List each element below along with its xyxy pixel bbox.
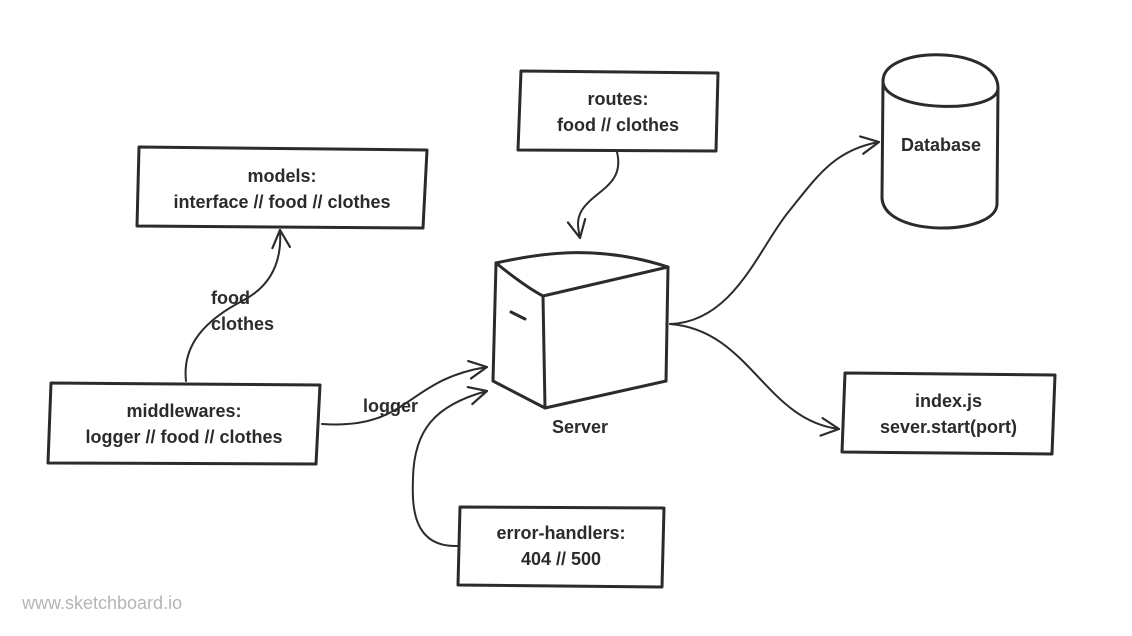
- routes-label: routes: food // clothes: [518, 86, 718, 138]
- routes-box: [516, 69, 720, 153]
- routes-title: routes:: [587, 89, 649, 109]
- watermark: www.sketchboard.io: [22, 593, 183, 613]
- index-label: index.js sever.start(port): [842, 388, 1055, 440]
- middlewares-label: middlewares: logger // food // clothes: [48, 398, 320, 450]
- food-clothes-edge-label: food clothes: [211, 285, 274, 337]
- middlewares-subtitle: logger // food // clothes: [85, 427, 283, 447]
- error-handlers-title: error-handlers:: [496, 523, 626, 543]
- database-label: Database: [900, 135, 982, 155]
- models-title: models:: [247, 166, 317, 186]
- routes-subtitle: food // clothes: [556, 115, 679, 135]
- edge-label-food: food: [211, 288, 250, 308]
- models-label: models: interface // food // clothes: [137, 163, 427, 215]
- index-subtitle: sever.start(port): [879, 417, 1018, 437]
- models-box: [135, 145, 429, 230]
- models-subtitle: interface // food // clothes: [173, 192, 391, 212]
- routes-to-server-arrow: [566, 151, 620, 240]
- edge-label-clothes: clothes: [211, 314, 275, 334]
- index-title: index.js: [914, 391, 983, 411]
- middlewares-to-models-arrow: [184, 228, 292, 382]
- error-handlers-box: [456, 505, 666, 589]
- database-cylinder: [880, 53, 1000, 230]
- middlewares-box: [46, 381, 322, 466]
- server-to-index-arrow: [669, 323, 841, 437]
- index-box: [840, 371, 1057, 456]
- server-to-database-arrow: [669, 135, 881, 325]
- error-handlers-subtitle: 404 // 500: [520, 549, 602, 569]
- server-label: Server: [551, 417, 609, 437]
- middlewares-title: middlewares:: [126, 401, 242, 421]
- error-handlers-label: error-handlers: 404 // 500: [458, 520, 664, 572]
- middlewares-to-server-arrow: [321, 359, 489, 426]
- logger-edge-label: logger: [363, 396, 419, 416]
- server-icon: [491, 251, 670, 410]
- error-handlers-to-server-arrow: [411, 385, 489, 548]
